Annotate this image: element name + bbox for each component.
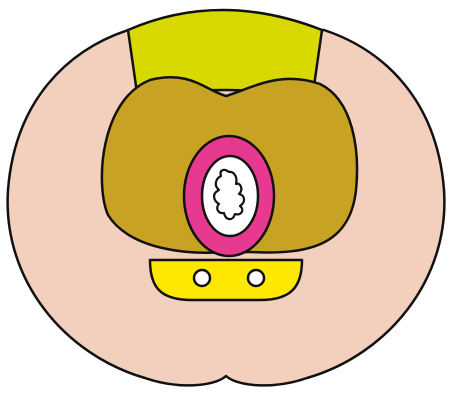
right-dot <box>248 270 264 286</box>
lower-region <box>150 260 302 300</box>
left-dot <box>194 270 210 286</box>
